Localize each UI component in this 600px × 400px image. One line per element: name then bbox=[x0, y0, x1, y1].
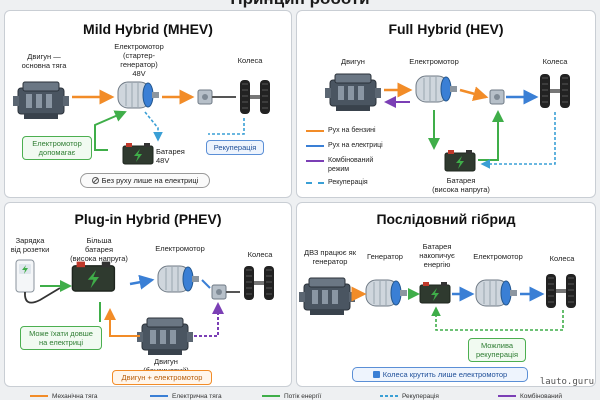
footer-item-energy: Потік енергії bbox=[284, 393, 322, 400]
phev-battery-icon bbox=[71, 260, 116, 292]
phev-motor-label: Електромотор bbox=[155, 244, 205, 253]
series-wheels-label: Колеса bbox=[549, 254, 575, 263]
hev-engine-icon bbox=[324, 73, 382, 112]
phev-wheels-icon bbox=[243, 265, 275, 301]
series-battery-label: Батарея накопичує енергію bbox=[419, 242, 455, 269]
hev-gearbox-icon bbox=[489, 89, 505, 105]
generator-label: Генератор bbox=[367, 252, 403, 261]
series-wheels-icon bbox=[545, 273, 577, 309]
series-battery-icon bbox=[419, 281, 451, 304]
info-icon bbox=[372, 371, 380, 378]
mhev-engine-label: Двигун — основна тяга bbox=[21, 52, 67, 70]
mhev-gearbox-icon bbox=[197, 89, 213, 105]
mhev-engine-icon bbox=[12, 81, 70, 120]
hev-wheels-label: Колеса bbox=[542, 57, 568, 66]
phev-battery-label: Більша батарея (висока напруга) bbox=[70, 236, 128, 263]
charger-icon bbox=[15, 259, 61, 304]
phev-engine-icon bbox=[136, 317, 194, 356]
footer-item-regen: Рекуперація bbox=[402, 393, 439, 400]
mhev-wheels-icon bbox=[239, 79, 271, 115]
series-note: Колеса крутить лише електромотор bbox=[352, 367, 528, 382]
page-title: Принцип роботи bbox=[0, 0, 600, 9]
phev-motor-icon bbox=[157, 265, 200, 293]
mhev-title: Mild Hybrid (MHEV) bbox=[83, 21, 213, 37]
phev-gearbox-icon bbox=[211, 284, 227, 300]
mhev-regen-badge: Рекуперація bbox=[206, 140, 264, 155]
mhev-assist-badge: Електромотор допомагає bbox=[22, 136, 92, 160]
footer-item-mechanical: Механічна тяга bbox=[52, 393, 98, 400]
series-engine-label: ДВЗ працює як генератор bbox=[303, 248, 357, 266]
mhev-battery-label: Батарея 48V bbox=[156, 147, 185, 165]
series-motor-icon bbox=[475, 279, 518, 307]
mhev-motor-label: Електромотор (стартер- генератор) 48V bbox=[114, 42, 164, 78]
series-regen-badge: Можлива рекуперація bbox=[468, 338, 526, 362]
series-motor-label: Електромотор bbox=[473, 252, 523, 261]
hev-title: Full Hybrid (HEV) bbox=[388, 21, 504, 37]
mhev-wheels-label: Колеса bbox=[237, 56, 263, 65]
generator-icon bbox=[365, 279, 408, 307]
hev-wheels-icon bbox=[539, 73, 571, 109]
phev-charger-label: Зарядка від розетки bbox=[10, 236, 50, 254]
series-engine-icon bbox=[298, 277, 356, 316]
hev-motor-label: Електромотор bbox=[409, 57, 459, 66]
watermark: lauto.guru bbox=[539, 377, 594, 387]
footer-item-electric: Електрична тяга bbox=[172, 393, 222, 400]
hev-motor-icon bbox=[415, 75, 458, 103]
hev-battery-icon bbox=[444, 149, 476, 172]
mhev-motor-icon bbox=[117, 81, 160, 109]
mhev-note: Без руху лише на електриці bbox=[80, 173, 210, 188]
hev-engine-label: Двигун bbox=[341, 57, 365, 66]
footer-item-combined: Комбінований bbox=[520, 393, 563, 400]
no-entry-icon bbox=[91, 177, 99, 184]
hev-battery-label: Батарея (висока напруга) bbox=[432, 176, 490, 194]
phev-combo-badge: Двигун + електромотор bbox=[112, 370, 212, 385]
phev-title: Plug-in Hybrid (PHEV) bbox=[74, 211, 222, 227]
series-title: Послідовний гібрид bbox=[376, 211, 516, 227]
phev-electric-badge: Може їхати довше на електриці bbox=[20, 326, 102, 350]
phev-wheels-label: Колеса bbox=[247, 250, 273, 259]
mhev-battery-icon bbox=[122, 142, 154, 165]
